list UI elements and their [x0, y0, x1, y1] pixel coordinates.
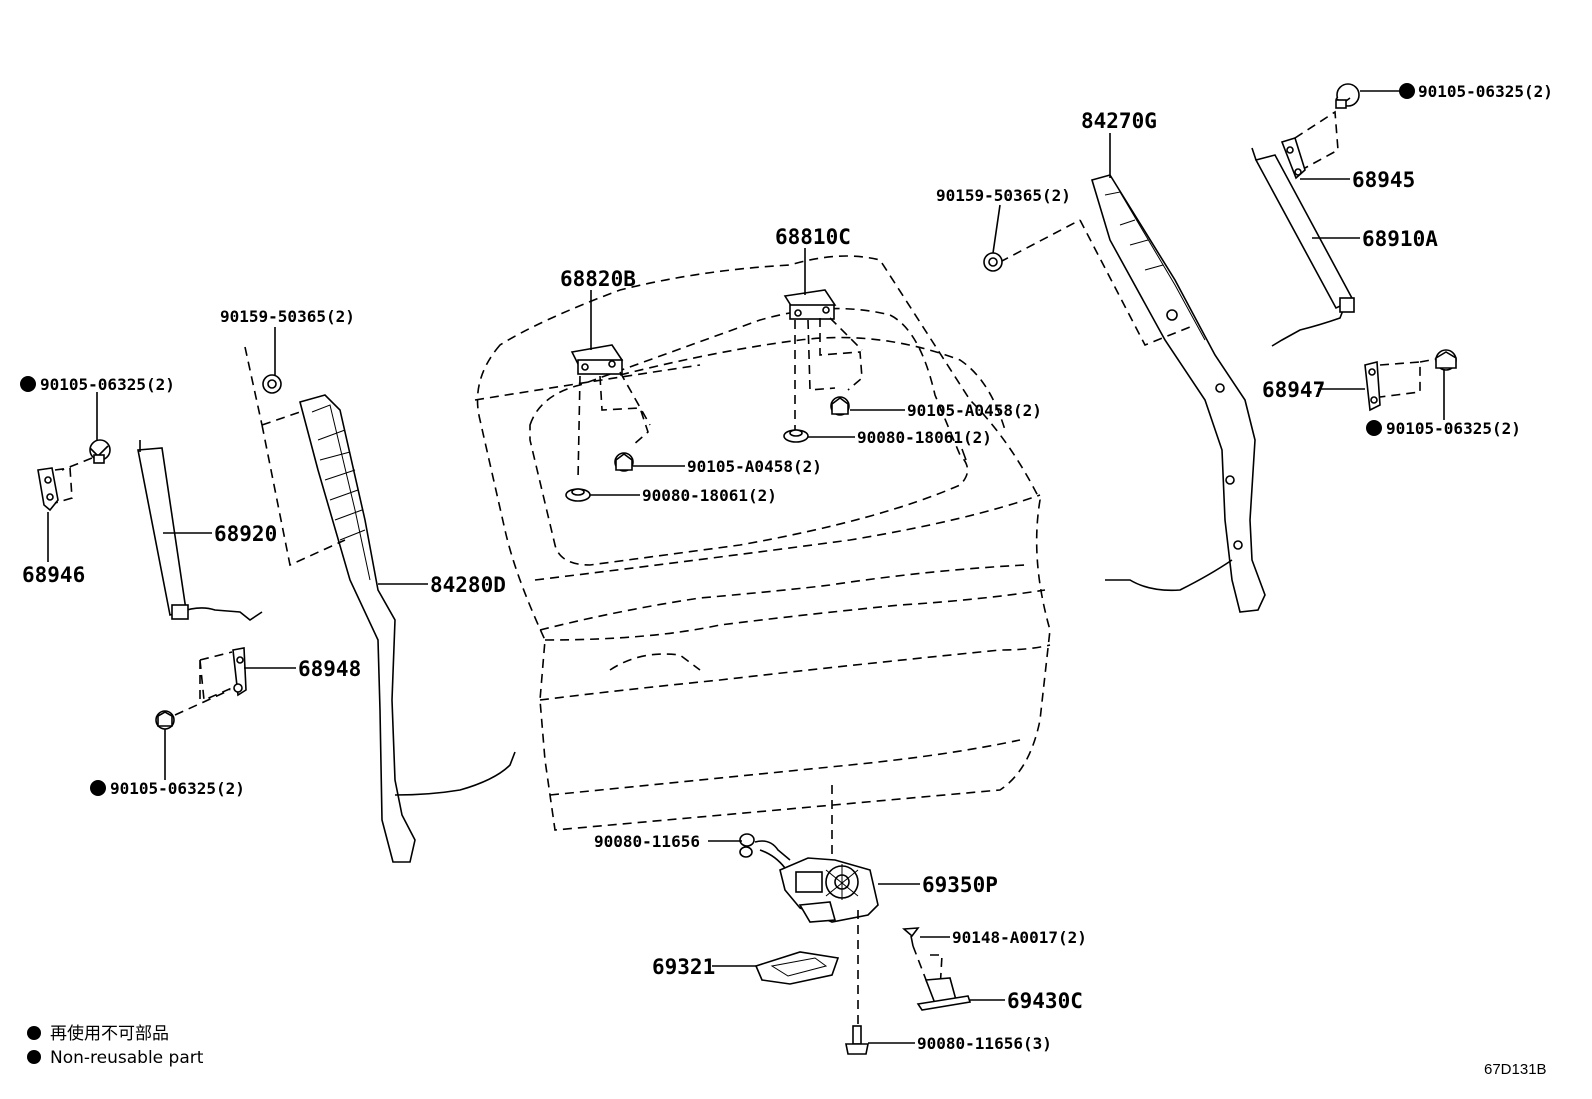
- label-84270G: 84270G: [1081, 109, 1157, 133]
- label-69350P: 69350P: [922, 873, 998, 897]
- lock-actuator-69350P: [739, 785, 879, 923]
- non-reusable-dot-right: [1366, 420, 1382, 436]
- gas-strut-68910A: [1251, 147, 1355, 347]
- clip-90159-50365-left: [244, 346, 346, 567]
- bolt-90105-06325-bottomleft: [155, 689, 231, 730]
- label-90105-06325-bottomleft: 90105-06325(2): [110, 779, 245, 798]
- nut-90080-18061-left: [565, 488, 591, 502]
- hinge-68810C: [783, 289, 863, 430]
- bolt-90105-06325-topright: [1335, 83, 1360, 109]
- non-reusable-dot-left: [20, 376, 36, 392]
- bracket-68946: [37, 467, 73, 512]
- bolt-90080-11656-bottom: [845, 910, 869, 1055]
- tailgate-outline: [474, 255, 1051, 831]
- label-69430C: 69430C: [1007, 989, 1083, 1013]
- bolt-90105-A0458-left: [614, 452, 634, 472]
- bolt-90105-A0458-center: [830, 396, 850, 416]
- label-68945: 68945: [1352, 168, 1415, 192]
- label-90105-06325-left: 90105-06325(2): [40, 375, 175, 394]
- nut-90080-18061-center: [783, 429, 809, 443]
- label-69321: 69321: [652, 955, 715, 979]
- legend: 再使用不可部品 Non-reusable part: [50, 1023, 204, 1068]
- striker-69430C: [916, 977, 972, 1011]
- trim-84270G: [999, 174, 1266, 613]
- non-reusable-dot-bottomleft: [90, 780, 106, 796]
- bracket-68948: [199, 647, 247, 702]
- legend-text-en: Non-reusable part: [50, 1048, 204, 1068]
- bracket-68945: [1280, 110, 1339, 180]
- non-reusable-dot-topright: [1399, 83, 1415, 99]
- label-68946: 68946: [22, 563, 85, 587]
- legend-dot-ja: [27, 1026, 41, 1040]
- label-90148-A0017: 90148-A0017(2): [952, 928, 1087, 947]
- non-reusable-markers: [20, 83, 1415, 1064]
- label-90105-06325-topright: 90105-06325(2): [1418, 82, 1553, 101]
- legend-dot-en: [27, 1050, 41, 1064]
- trim-84280D: [299, 394, 516, 863]
- label-90080-18061-center: 90080-18061(2): [857, 428, 992, 447]
- diagram-code: 67D131B: [1484, 1061, 1547, 1078]
- label-90105-A0458-center: 90105-A0458(2): [907, 401, 1042, 420]
- label-90105-06325-right: 90105-06325(2): [1386, 419, 1521, 438]
- clip-90159-50365-right: [983, 252, 1003, 272]
- label-90080-11656-3: 90080-11656(3): [917, 1034, 1052, 1053]
- leader-lines: [47, 90, 1445, 1044]
- bracket-68947: [1364, 357, 1443, 412]
- label-68947: 68947: [1262, 378, 1325, 402]
- label-90105-A0458-left: 90105-A0458(2): [687, 457, 822, 476]
- label-68948: 68948: [298, 657, 361, 681]
- legend-text-ja: 再使用不可部品: [50, 1023, 169, 1044]
- label-90159-50365-right: 90159-50365(2): [936, 186, 1071, 205]
- bolt-90105-06325-right: [1435, 349, 1457, 371]
- gas-strut-68920: [137, 440, 263, 621]
- label-68920: 68920: [214, 522, 277, 546]
- cover-plate-69321: [754, 951, 840, 985]
- label-68910A: 68910A: [1362, 227, 1438, 251]
- bolt-90105-06325-left: [61, 439, 111, 471]
- label-84280D: 84280D: [430, 573, 506, 597]
- label-68810C: 68810C: [775, 225, 851, 249]
- label-90080-18061-left: 90080-18061(2): [642, 486, 777, 505]
- label-90159-50365-left: 90159-50365(2): [220, 307, 355, 326]
- label-68820B: 68820B: [560, 267, 636, 291]
- hinge-68820B: [570, 344, 651, 481]
- label-90080-11656: 90080-11656: [594, 832, 700, 851]
- part-labels: 84270G 90105-06325(2) 90159-50365(2) 689…: [22, 82, 1553, 1053]
